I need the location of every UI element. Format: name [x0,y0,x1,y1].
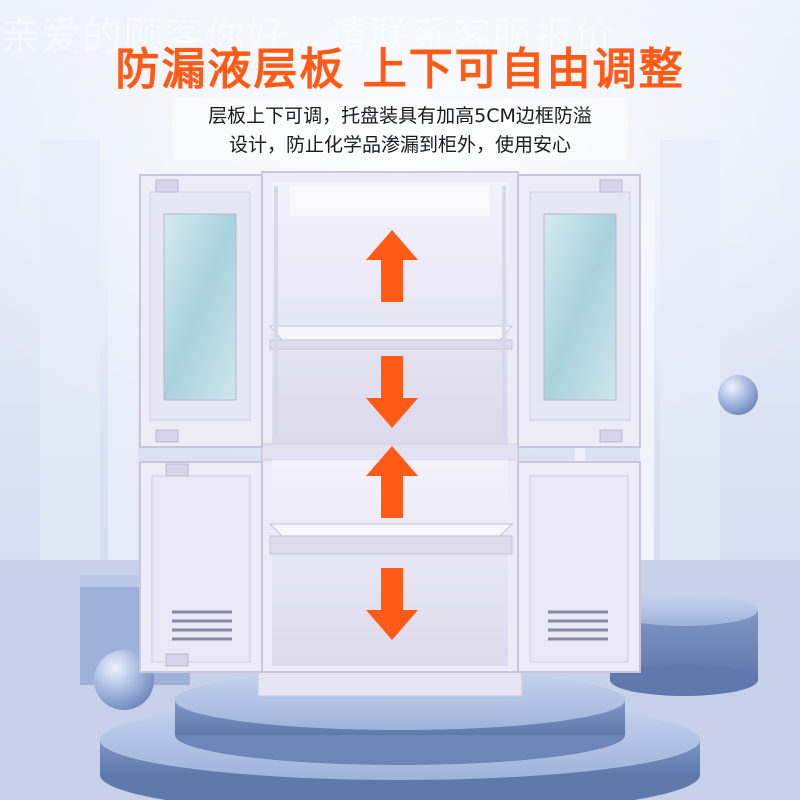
right-vent [548,610,608,641]
watermark-text: 亲爱的顾客你好，请联系客服报价 [0,14,615,60]
left-vent [172,610,232,641]
description-line-2: 设计，防止化学品渗漏到柜外，使用安心 [228,134,571,156]
description-line-1: 层板上下可调，托盘装具有加高5CM边框防溢 [208,105,592,127]
page-title: 防漏液层板 上下可自由调整 [115,44,685,95]
